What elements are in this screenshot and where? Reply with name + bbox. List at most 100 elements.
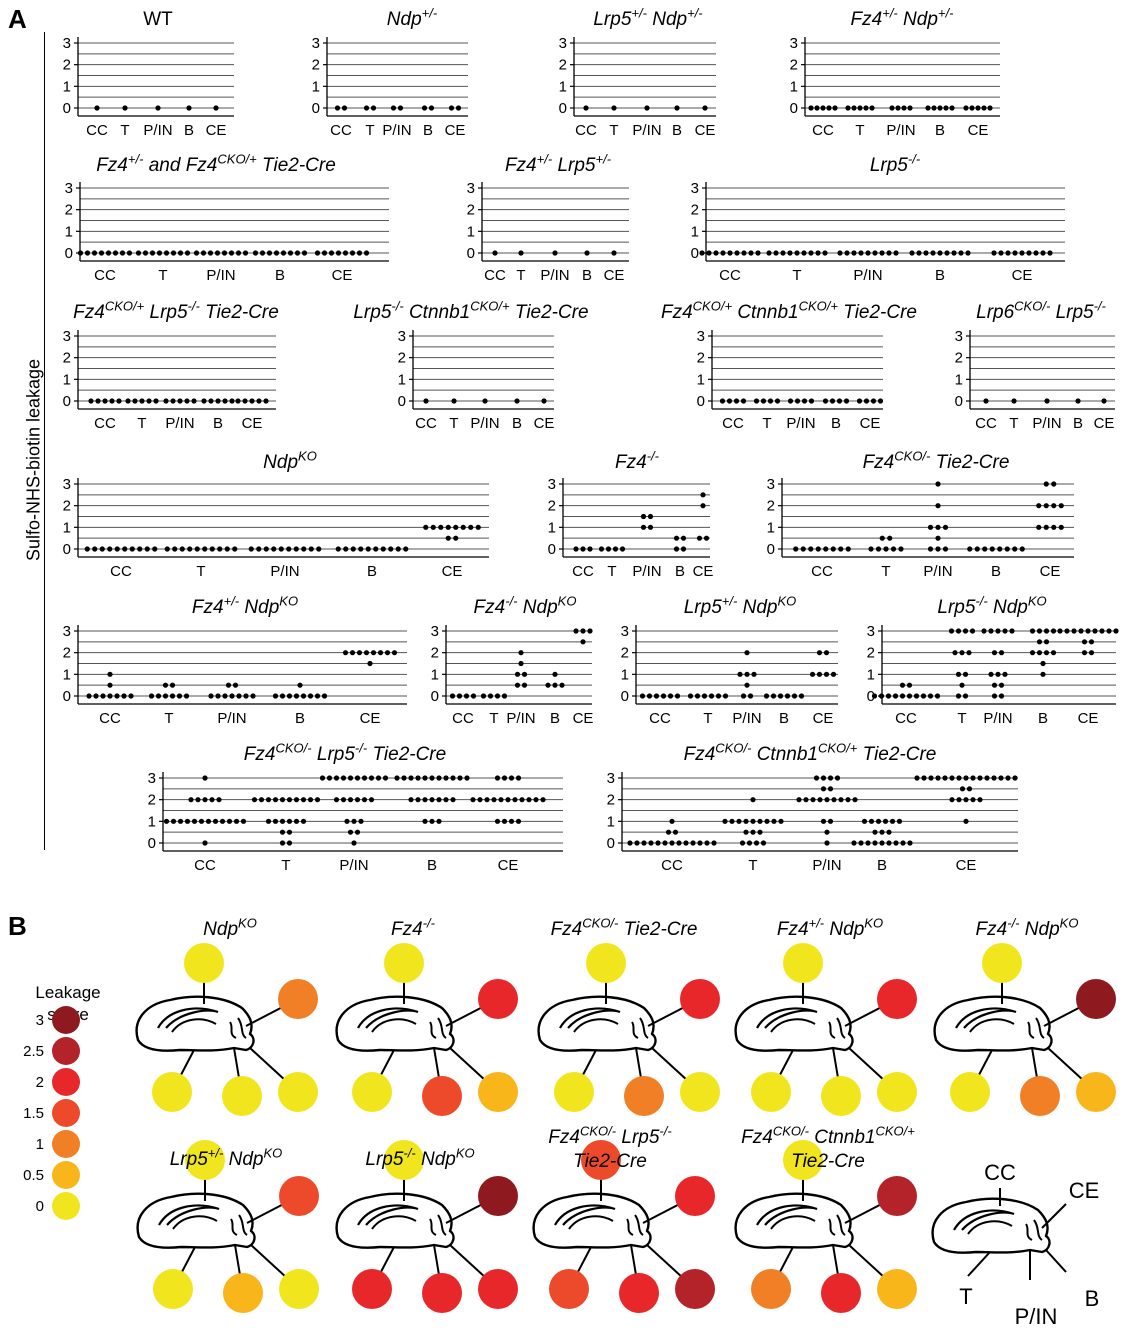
data-point	[813, 775, 820, 781]
data-point	[956, 797, 962, 803]
data-point	[347, 829, 354, 835]
data-point	[184, 250, 191, 256]
x-tick-label: B	[295, 710, 305, 727]
data-point	[1043, 481, 1049, 487]
y-tick-label: 1	[548, 519, 556, 536]
region-connector	[250, 1244, 300, 1290]
region-score-circle	[619, 1273, 659, 1313]
brain-map	[537, 943, 720, 1116]
chart-title: Fz4-/- NdpKO	[473, 593, 577, 618]
data-point	[208, 693, 214, 699]
data-point	[962, 693, 969, 699]
data-point	[822, 398, 829, 404]
data-point	[977, 775, 983, 781]
data-point	[1036, 650, 1043, 656]
legend-swatch	[52, 1037, 80, 1065]
data-point	[205, 818, 212, 824]
data-point	[333, 797, 340, 803]
data-point	[501, 693, 508, 699]
data-point	[987, 105, 993, 111]
y-tick-label: 2	[63, 645, 71, 662]
data-point	[991, 775, 997, 781]
x-tick-label: P/IN	[923, 563, 952, 580]
data-point	[680, 535, 687, 541]
x-tick-label: P/IN	[206, 267, 235, 284]
data-point	[368, 775, 375, 781]
data-point	[214, 250, 221, 256]
data-point	[673, 546, 680, 552]
region-score-circle	[278, 1072, 318, 1112]
data-point	[468, 524, 474, 530]
data-point	[791, 693, 798, 699]
data-point	[573, 628, 579, 634]
data-point	[817, 797, 823, 803]
data-point	[722, 693, 729, 699]
data-point	[893, 250, 899, 256]
brain-map-title: NdpKO	[203, 915, 257, 940]
data-point	[340, 775, 347, 781]
region-score-circle	[675, 1176, 715, 1216]
data-point	[845, 105, 851, 111]
hippocampus	[770, 1018, 816, 1033]
data-point	[129, 546, 135, 552]
cerebellum-folds	[828, 1017, 846, 1039]
region-connector	[433, 1244, 443, 1294]
data-point	[877, 398, 884, 404]
data-point	[836, 398, 843, 404]
data-point	[177, 818, 184, 824]
region-score-circle	[877, 979, 917, 1019]
data-point	[286, 818, 293, 824]
legend-label: 1	[36, 1136, 44, 1153]
x-tick-label: P/IN	[382, 122, 411, 139]
x-tick-label: T	[365, 122, 374, 139]
data-point	[453, 524, 459, 530]
data-point	[98, 250, 105, 256]
region-connector	[848, 1047, 898, 1093]
data-point	[135, 250, 142, 256]
x-tick-label: CE	[498, 857, 519, 870]
corpus-callosum	[357, 1204, 419, 1226]
y-tick-label: 0	[63, 393, 71, 410]
data-point	[868, 546, 874, 552]
x-tick-label: CC	[110, 563, 132, 580]
data-point	[740, 693, 747, 699]
data-point	[228, 250, 235, 256]
data-point	[1026, 250, 1032, 256]
data-point	[750, 818, 756, 824]
data-point	[815, 250, 821, 256]
x-tick-label: B	[935, 122, 945, 139]
x-tick-label: CE	[1078, 710, 1099, 727]
data-point	[1033, 250, 1039, 256]
data-point	[202, 546, 208, 552]
data-point	[1043, 639, 1050, 645]
data-point	[521, 671, 528, 677]
data-point	[388, 546, 394, 552]
chart-title: Ndp+/-	[386, 5, 438, 30]
data-point	[370, 105, 377, 111]
data-point	[648, 840, 654, 846]
data-point	[271, 546, 277, 552]
data-point	[988, 628, 994, 634]
data-point	[209, 546, 215, 552]
data-point	[962, 628, 969, 634]
data-point	[865, 840, 871, 846]
data-point	[863, 105, 869, 111]
data-point	[923, 250, 929, 256]
data-point	[213, 105, 219, 111]
region-connector	[445, 998, 499, 1027]
x-tick-label: B	[582, 267, 592, 284]
data-point	[611, 105, 617, 111]
chart-title: Fz4-/-	[615, 448, 659, 473]
data-point	[314, 797, 321, 803]
data-point	[967, 546, 973, 552]
data-point	[156, 250, 163, 256]
data-point	[743, 829, 749, 835]
data-point	[764, 818, 770, 824]
data-point	[981, 105, 987, 111]
data-point	[619, 546, 626, 552]
region-score-circle	[549, 1269, 589, 1309]
